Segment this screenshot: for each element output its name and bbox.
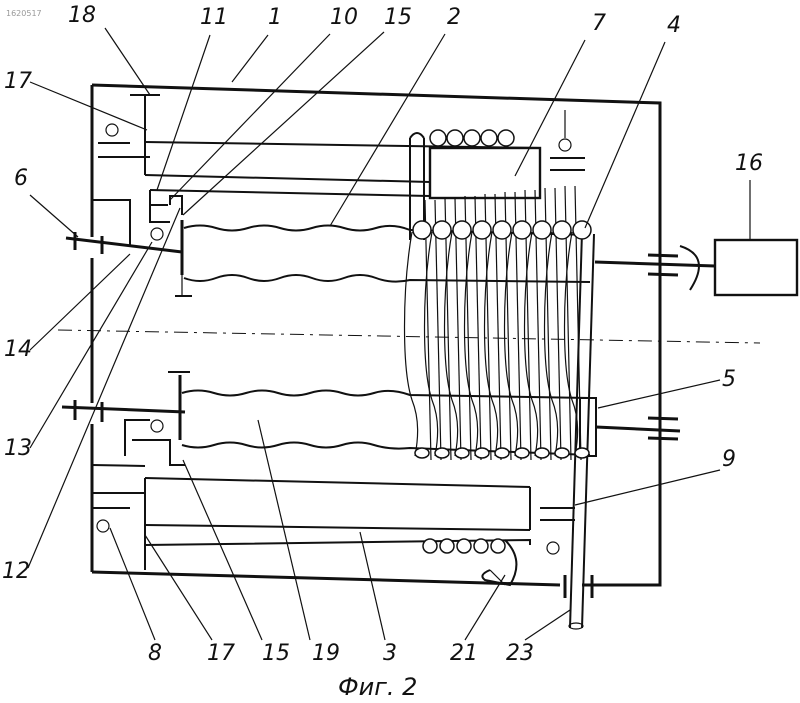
corner-mark: 1620517 bbox=[6, 9, 42, 18]
coil-turn bbox=[413, 221, 431, 239]
leader-line bbox=[232, 35, 268, 82]
leader-line bbox=[585, 42, 665, 228]
coil-turn bbox=[535, 448, 549, 458]
ref-label: 15 bbox=[262, 641, 290, 666]
coil-turn bbox=[415, 448, 429, 458]
ref-label: 14 bbox=[4, 337, 32, 362]
ref-label: 13 bbox=[4, 436, 32, 461]
ref-label: 5 bbox=[722, 367, 736, 392]
upper-carriage bbox=[130, 95, 540, 198]
ref-label: 23 bbox=[506, 641, 534, 666]
axis-line bbox=[58, 330, 760, 343]
ref-label: 2 bbox=[447, 5, 461, 30]
ref-label: 10 bbox=[330, 5, 358, 30]
leader-line bbox=[465, 575, 505, 640]
winding-strand bbox=[405, 232, 418, 456]
leader-line bbox=[145, 535, 212, 640]
leader-line bbox=[515, 40, 585, 176]
figure-caption: Фиг. 2 bbox=[338, 673, 417, 701]
coil-turn bbox=[481, 130, 497, 146]
coil-turn bbox=[491, 539, 505, 553]
lower-spool bbox=[182, 391, 596, 457]
lower-shaft bbox=[62, 372, 190, 465]
coil-turn bbox=[555, 448, 569, 458]
ref-label: 11 bbox=[200, 5, 228, 30]
coil-turn bbox=[433, 221, 451, 239]
ref-label: 16 bbox=[735, 151, 763, 176]
coil-turn bbox=[435, 448, 449, 458]
drive-motor bbox=[715, 240, 797, 295]
leader-line bbox=[183, 32, 384, 215]
coil-turn bbox=[457, 539, 471, 553]
ref-label: 12 bbox=[2, 559, 30, 584]
leader-line bbox=[258, 420, 310, 640]
ref-label: 17 bbox=[4, 69, 32, 94]
coil-turn bbox=[475, 448, 489, 458]
leader-line bbox=[30, 254, 130, 350]
ref-label: 17 bbox=[207, 641, 235, 666]
bearing-lower-left bbox=[92, 493, 145, 532]
coil-turn bbox=[430, 130, 446, 146]
coil-turn bbox=[464, 130, 480, 146]
ref-label: 9 bbox=[722, 447, 736, 472]
bearing-lower-right bbox=[540, 508, 575, 554]
coil-turn bbox=[573, 221, 591, 239]
leader-line bbox=[330, 34, 445, 226]
bearing-upper-right bbox=[550, 110, 585, 170]
coil-turn bbox=[553, 221, 571, 239]
coil-turn bbox=[533, 221, 551, 239]
ref-label: 19 bbox=[312, 641, 340, 666]
leader-lines bbox=[28, 28, 750, 640]
coil-turn bbox=[473, 221, 491, 239]
leader-line bbox=[28, 208, 180, 568]
coil-wire bbox=[425, 200, 431, 460]
ref-label: 1 bbox=[268, 5, 282, 30]
leader-line bbox=[30, 82, 147, 130]
coil-turn bbox=[474, 539, 488, 553]
ref-label: 18 bbox=[68, 3, 96, 28]
coil-turn bbox=[423, 539, 437, 553]
coil-turn bbox=[515, 448, 529, 458]
housing bbox=[92, 85, 660, 585]
ref-label: 6 bbox=[14, 166, 28, 191]
ref-label: 15 bbox=[384, 5, 412, 30]
coil-turn bbox=[493, 221, 511, 239]
coil-turn bbox=[513, 221, 531, 239]
ref-label: 3 bbox=[383, 641, 397, 666]
leader-line bbox=[360, 532, 385, 640]
coil-turn bbox=[575, 448, 589, 458]
coil-turn bbox=[447, 130, 463, 146]
leader-line bbox=[525, 610, 570, 640]
coil-turn bbox=[440, 539, 454, 553]
ref-label: 7 bbox=[592, 11, 606, 36]
ref-label: 4 bbox=[667, 13, 681, 38]
leader-line bbox=[30, 195, 78, 237]
coil-turn bbox=[455, 448, 469, 458]
drive-assembly bbox=[595, 240, 797, 439]
coil-turn bbox=[453, 221, 471, 239]
bearing-upper-left bbox=[98, 124, 150, 157]
ref-label: 21 bbox=[450, 641, 478, 666]
ref-label: 8 bbox=[148, 641, 162, 666]
coil-turn bbox=[498, 130, 514, 146]
coil-turn bbox=[495, 448, 509, 458]
leader-line bbox=[575, 470, 720, 505]
